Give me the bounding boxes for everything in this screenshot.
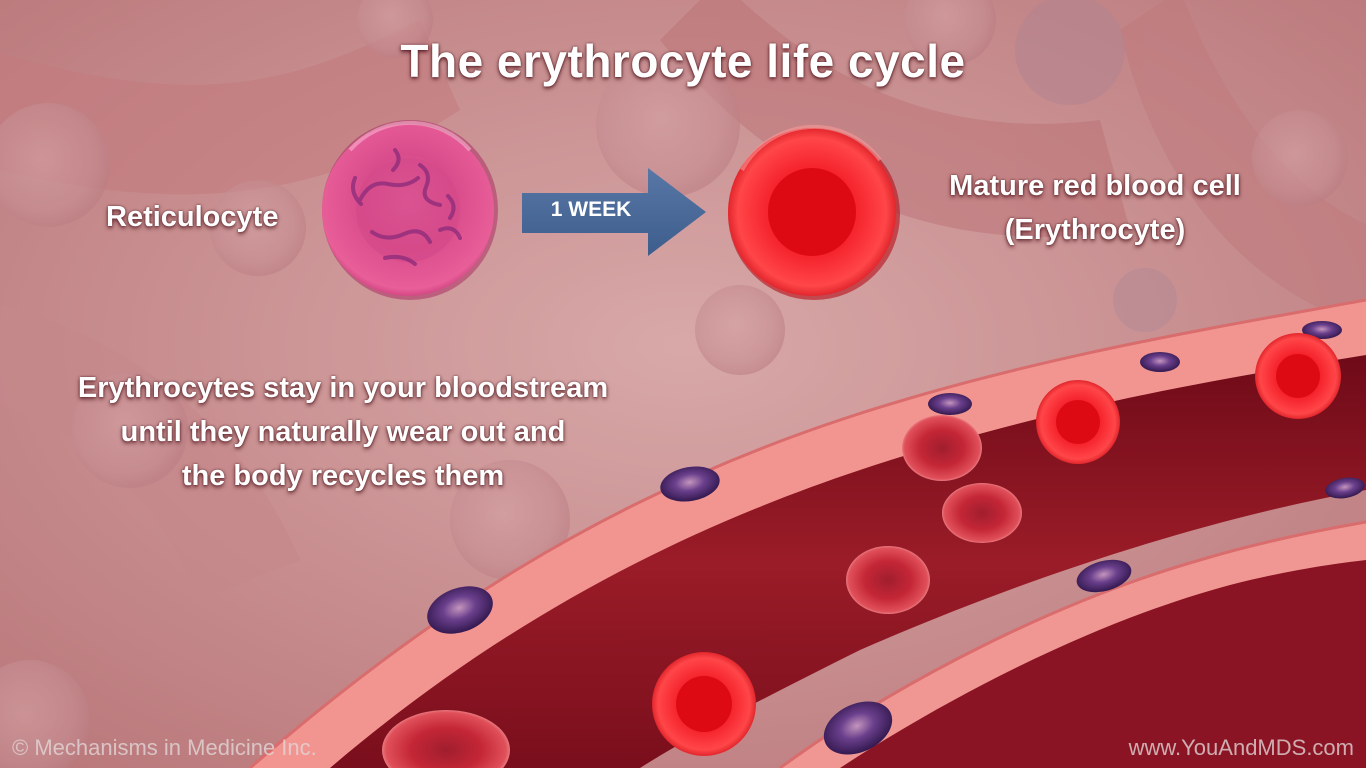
vessel-red-blood-cells bbox=[382, 333, 1341, 768]
erythrocyte-label-line2: (Erythrocyte) bbox=[1004, 214, 1186, 246]
erythrocyte-label: Mature red blood cell (Erythrocyte) bbox=[900, 164, 1290, 252]
arrow-label: 1 WEEK bbox=[550, 198, 632, 221]
description-line1: Erythrocytes stay in your bloodstream bbox=[77, 372, 609, 404]
reticulocyte-cell bbox=[322, 120, 498, 300]
description-line2: until they naturally wear out and bbox=[120, 416, 566, 448]
page-title: The erythrocyte life cycle bbox=[400, 35, 966, 87]
description-line3: the body recycles them bbox=[181, 460, 505, 492]
reticulocyte-label: Reticulocyte bbox=[106, 201, 279, 233]
erythrocyte-cell bbox=[728, 124, 900, 300]
copyright-text: © Mechanisms in Medicine Inc. bbox=[12, 735, 317, 760]
website-link[interactable]: www.YouAndMDS.com bbox=[1128, 735, 1354, 760]
erythrocyte-label-line1: Mature red blood cell bbox=[949, 170, 1241, 202]
reticulum-strands bbox=[351, 148, 462, 266]
description-text: Erythrocytes stay in your bloodstream un… bbox=[40, 366, 646, 498]
arrow-1-week bbox=[522, 168, 706, 256]
endothelial-nuclei bbox=[427, 321, 1365, 755]
